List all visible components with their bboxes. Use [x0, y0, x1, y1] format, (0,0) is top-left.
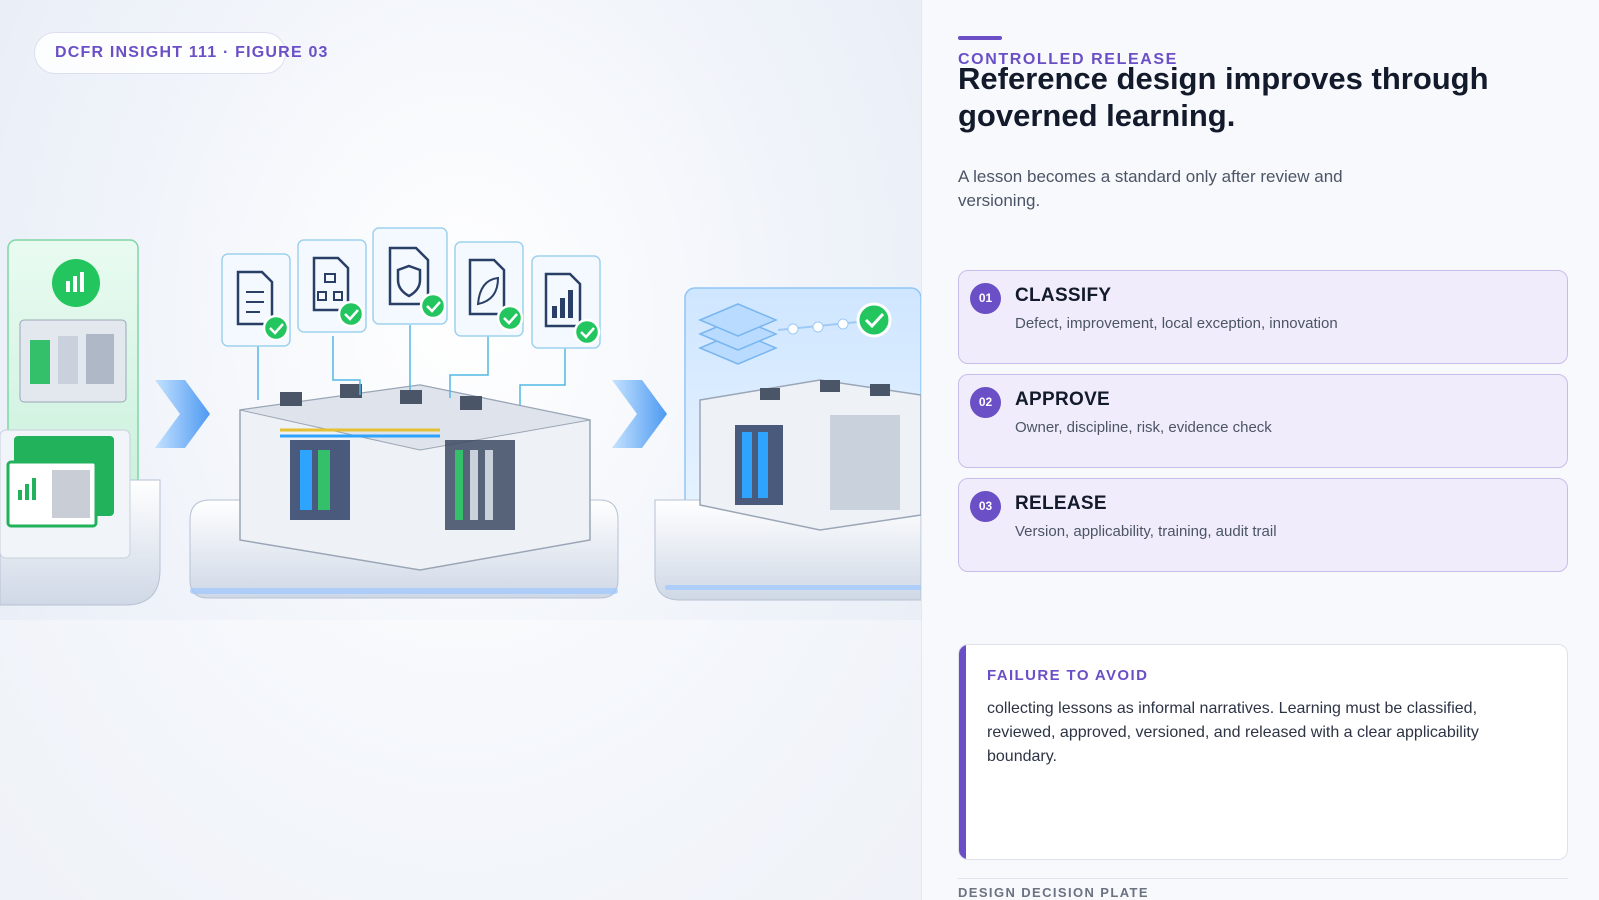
layers-icon [698, 303, 778, 365]
step-approve: 02 APPROVE Owner, discipline, risk, evid… [958, 374, 1568, 468]
failure-body: collecting lessons as informal narrative… [987, 700, 1479, 765]
failure-heading: FAILURE TO AVOID [987, 667, 1149, 684]
step-description: Owner, discipline, risk, evidence check [1015, 419, 1272, 436]
check-icon [856, 302, 892, 338]
chevron-right-icon [612, 380, 667, 448]
callout-accent-edge [959, 645, 966, 859]
step-number-badge: 01 [970, 283, 1001, 314]
failure-callout: FAILURE TO AVOID collecting lessons as i… [958, 644, 1568, 860]
leaf-icon [454, 241, 524, 337]
step-classify: 01 CLASSIFY Defect, improvement, local e… [958, 270, 1568, 364]
accent-bar [958, 36, 1002, 40]
check-icon [419, 292, 447, 320]
check-icon [262, 314, 290, 342]
step-number-badge: 03 [970, 491, 1001, 522]
chevron-right-icon [155, 380, 210, 448]
eyebrow-label: CONTROLLED RELEASE [958, 51, 1178, 68]
document-cards [221, 227, 601, 349]
check-icon [573, 318, 601, 346]
page-title: Reference design improves through govern… [958, 61, 1489, 133]
figure-badge: DCFR INSIGHT 111 · FIGURE 03 [34, 32, 327, 74]
shield-icon [372, 227, 448, 325]
footer-label: DESIGN DECISION PLATE [958, 885, 1149, 900]
reference-module-group [189, 384, 619, 599]
step-description: Version, applicability, training, audit … [1015, 523, 1277, 540]
info-panel: CONTROLLED RELEASE Reference design impr… [921, 0, 1599, 900]
step-release: 03 RELEASE Version, applicability, train… [958, 478, 1568, 572]
check-icon [337, 300, 365, 328]
illustration-area: DCFR INSIGHT 111 · FIGURE 03 [0, 0, 921, 900]
bar-chart-icon [531, 255, 601, 349]
step-description: Defect, improvement, local exception, in… [1015, 315, 1338, 332]
process-illustration [0, 227, 921, 606]
connector-lines [257, 325, 566, 405]
step-label: APPROVE [1015, 389, 1111, 410]
step-number-badge: 02 [970, 387, 1001, 418]
hierarchy-icon [297, 239, 367, 333]
step-label: CLASSIFY [1015, 285, 1112, 306]
step-label: RELEASE [1015, 493, 1107, 514]
lede-text: A lesson becomes a standard only after r… [958, 167, 1343, 210]
check-icon [496, 304, 524, 332]
document-list-icon [221, 253, 291, 347]
released-module-group [654, 287, 921, 601]
footer-divider [958, 878, 1568, 879]
source-lessons-group [0, 239, 161, 606]
